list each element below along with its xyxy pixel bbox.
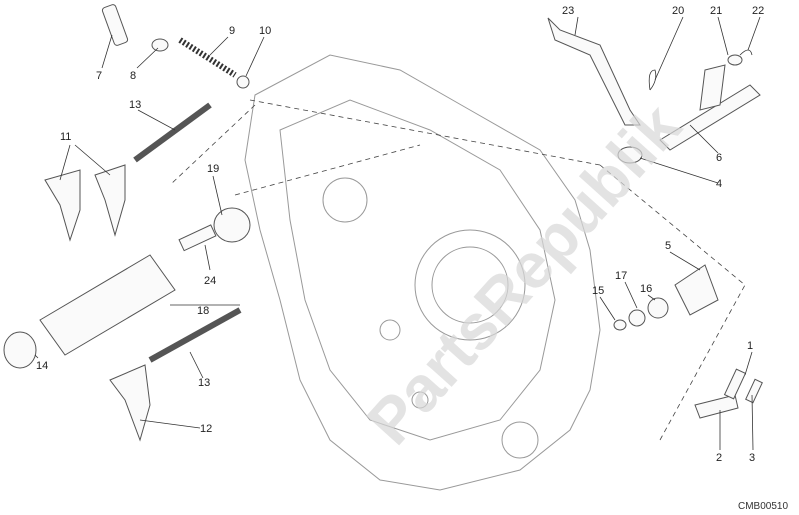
detent-plunger	[178, 224, 217, 252]
callout-14: 14	[36, 360, 48, 372]
shift-pin-bolt	[101, 4, 129, 46]
callout-1: 1	[747, 340, 753, 352]
callout-13-lower: 13	[198, 377, 210, 389]
circlip	[739, 49, 753, 56]
ratchet-plate	[674, 264, 719, 316]
callout-10: 10	[259, 25, 271, 37]
callout-4: 4	[716, 178, 722, 190]
watermark: PartsRepublik	[353, 90, 695, 458]
callout-17: 17	[615, 270, 627, 282]
washer-21	[727, 54, 743, 66]
drawing-code: CMB00510	[738, 501, 788, 512]
bolt-3	[745, 378, 763, 404]
bolt-1	[723, 368, 747, 400]
callout-24: 24	[204, 275, 216, 287]
callout-7: 7	[96, 70, 102, 82]
fork-rod	[133, 102, 212, 163]
seal	[647, 297, 669, 319]
callout-19: 19	[207, 163, 219, 175]
crankcase	[244, 54, 601, 491]
leader-lines	[34, 16, 761, 451]
shift-fork-c	[109, 364, 151, 442]
callout-15: 15	[592, 285, 604, 297]
callout-23: 23	[562, 5, 574, 17]
callout-5: 5	[665, 240, 671, 252]
callout-9: 9	[229, 25, 235, 37]
callout-21: 21	[710, 5, 722, 17]
callout-8: 8	[130, 70, 136, 82]
parts	[3, 4, 763, 442]
callout-12: 12	[200, 423, 212, 435]
callout-3: 3	[749, 452, 755, 464]
shift-lever	[547, 17, 641, 126]
selector-drum	[39, 254, 176, 356]
stop-plate	[694, 394, 739, 419]
o-ring-drum	[3, 331, 37, 369]
callout-2: 2	[716, 452, 722, 464]
o-ring	[213, 207, 251, 243]
callout-11: 11	[60, 131, 71, 143]
callout-16: 16	[640, 283, 652, 295]
washer-15	[613, 319, 627, 331]
shift-fork-b	[94, 164, 126, 237]
callout-13: 13	[129, 99, 141, 111]
callout-20: 20	[672, 5, 684, 17]
callout-18: 18	[197, 305, 209, 317]
callouts: 7 8 9 10 13 11 19 24 18 14 13 12 23 20 2…	[36, 5, 764, 464]
spring	[178, 37, 237, 78]
return-spring	[617, 146, 643, 164]
callout-22: 22	[752, 5, 764, 17]
shift-fork-a	[44, 169, 81, 242]
ring	[628, 309, 646, 327]
shaft-arm	[699, 64, 726, 111]
fork-rod-lower	[148, 307, 242, 363]
callout-6: 6	[716, 152, 722, 164]
ball	[236, 75, 250, 89]
washer	[151, 38, 169, 52]
spring-clip	[648, 69, 657, 91]
